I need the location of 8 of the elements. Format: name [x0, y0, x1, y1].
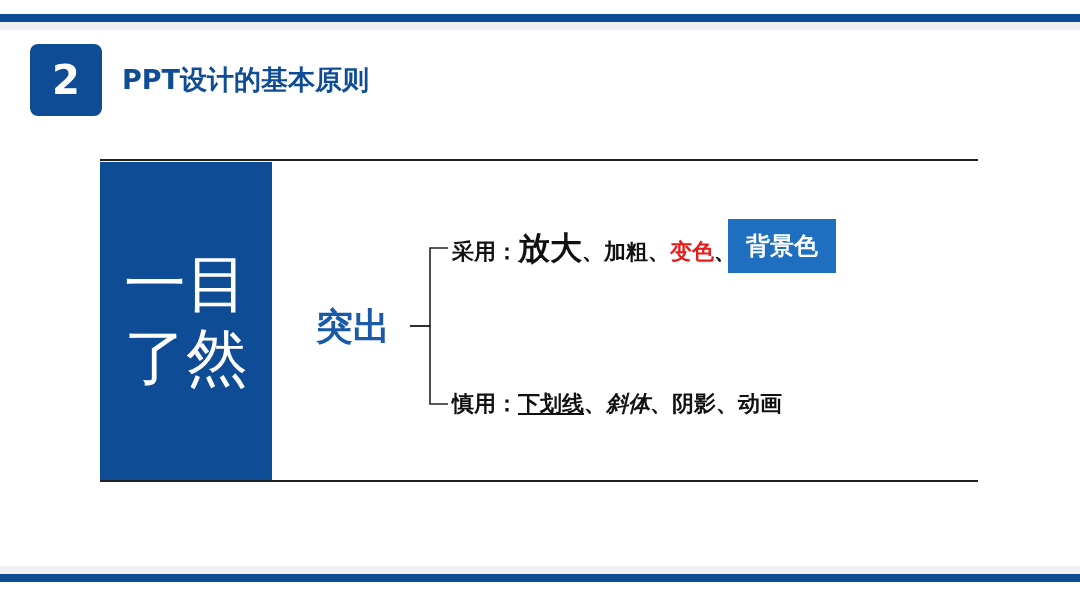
caution-list: 慎用：下划线、斜体、阴影、动画 — [452, 386, 872, 422]
bracket-line — [409, 325, 449, 405]
topic-label: 突出 — [316, 302, 402, 350]
slide-title: PPT设计的基本原则 — [122, 63, 369, 97]
heading-panel: 一目了然 — [100, 162, 272, 480]
highlight-tag: 背景色 — [728, 219, 836, 273]
number-badge: 2 — [30, 44, 102, 116]
recommended-list: 采用：放大、加粗、变色、 — [452, 228, 724, 268]
